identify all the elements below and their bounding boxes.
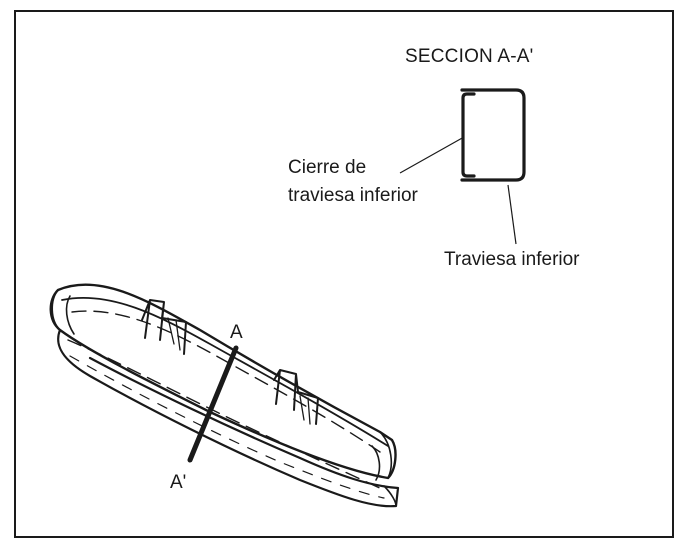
section-cut-line bbox=[187, 345, 239, 463]
leader-crossmember bbox=[507, 184, 517, 245]
leader-closure bbox=[399, 136, 465, 174]
closure-plate bbox=[461, 92, 476, 178]
diagram-frame bbox=[14, 10, 674, 538]
beam-flange bbox=[57, 328, 400, 508]
crossmember-illustration bbox=[49, 283, 400, 508]
leader-lines bbox=[399, 136, 517, 245]
section-profile bbox=[460, 88, 526, 182]
crossmember-channel bbox=[460, 88, 526, 182]
label-closure-line2: traviesa inferior bbox=[288, 185, 418, 206]
cut-mark-bottom: A' bbox=[170, 472, 187, 493]
section-title: SECCION A-A' bbox=[405, 46, 534, 67]
cut-mark-top: A bbox=[230, 322, 243, 343]
label-lower-crossmember: Traviesa inferior bbox=[444, 249, 580, 270]
label-closure-line1: Cierre de bbox=[288, 157, 367, 178]
